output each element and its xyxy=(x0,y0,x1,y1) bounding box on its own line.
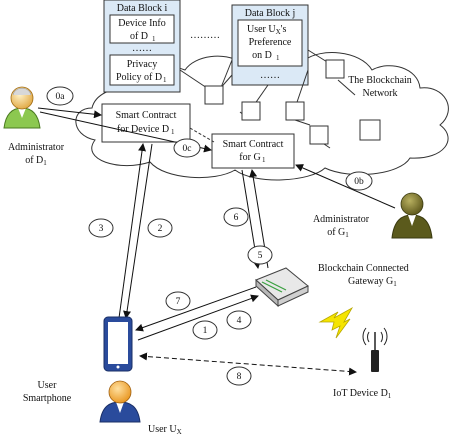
sc-gateway-line2: for G xyxy=(239,152,260,163)
iot-device-label: IoT Device D1 xyxy=(333,388,392,400)
data-block-j-dots: …… xyxy=(260,70,280,81)
blockchain-blocks xyxy=(204,59,381,145)
device-info-line2: of D xyxy=(130,31,148,42)
step-labels: 0a 0c 0b 3 2 6 5 7 1 4 8 xyxy=(56,92,364,382)
smartphone-icon xyxy=(103,316,133,372)
step-0b: 0b xyxy=(354,177,364,187)
user-smartphone-line1: User xyxy=(38,380,58,391)
sc-device-sub: 1 xyxy=(171,128,175,136)
admin-g1-line2: of G1 xyxy=(327,227,349,239)
privacy-line2: Policy of D xyxy=(116,72,162,83)
arrow-7 xyxy=(135,286,257,332)
smart-contract-device-d1: Smart Contract for Device D 1 xyxy=(101,103,191,143)
preference-line1: User UX's xyxy=(247,24,286,36)
arrow-1 xyxy=(137,294,259,341)
device-info-sub: 1 xyxy=(152,35,156,43)
administrator-g1-person-icon xyxy=(391,192,433,239)
arrow-0a xyxy=(37,107,102,119)
step-4: 4 xyxy=(237,316,242,326)
data-block-j: Data Block j User UX's Preference on D 1… xyxy=(231,4,309,86)
arrow-3 xyxy=(118,143,147,319)
data-block-i: Data Block i Device Info of D 1 …… Priva… xyxy=(103,0,181,93)
wireless-lightning-icon xyxy=(318,306,354,339)
sc-gateway-line1: Smart Contract xyxy=(223,139,284,150)
step-3: 3 xyxy=(99,224,104,234)
administrator-d1-person-icon xyxy=(3,86,41,129)
arrow-8 xyxy=(139,352,357,376)
inter-block-dots: ……… xyxy=(190,30,220,41)
sc-device-line2: for Device D xyxy=(117,124,169,135)
preference-line2: Preference xyxy=(249,37,292,48)
step-circles xyxy=(46,86,373,386)
step-2: 2 xyxy=(158,224,163,234)
privacy-sub: 1 xyxy=(163,76,167,84)
preference-sub: 1 xyxy=(276,54,280,62)
step-0c: 0c xyxy=(183,144,192,154)
gateway-line2: Gateway G1 xyxy=(348,276,397,288)
arrow-0b xyxy=(295,164,396,209)
step-5: 5 xyxy=(258,251,263,261)
gateway-router-icon xyxy=(255,267,309,308)
blockchain-network-line1: The Blockchain xyxy=(348,75,412,86)
admin-g1-line1: Administrator xyxy=(313,214,370,225)
data-block-i-title: Data Block i xyxy=(117,3,168,14)
admin-d1-line2: of D1 xyxy=(25,155,47,167)
admin-d1-line1: Administrator xyxy=(8,142,65,153)
step-0a: 0a xyxy=(56,92,66,102)
blockchain-network-line2: Network xyxy=(363,88,398,99)
sc-device-line1: Smart Contract xyxy=(116,110,177,121)
step-6: 6 xyxy=(234,213,239,223)
privacy-line1: Privacy xyxy=(127,59,158,70)
gateway-line1: Blockchain Connected xyxy=(318,263,409,274)
device-info-line1: Device Info xyxy=(118,18,165,29)
user-person-icon xyxy=(99,380,141,423)
flow-arrows xyxy=(37,107,396,376)
iot-device-antenna-icon xyxy=(362,327,388,372)
data-block-i-dots: …… xyxy=(132,43,152,54)
arrow-2 xyxy=(123,143,153,319)
step-7: 7 xyxy=(176,297,181,307)
step-8: 8 xyxy=(237,372,242,382)
data-block-j-title: Data Block j xyxy=(245,8,296,19)
preference-line3: on D xyxy=(252,50,272,61)
user-ux-label: User UX xyxy=(148,424,182,436)
step-1: 1 xyxy=(203,326,208,336)
smart-contract-gateway-g1: Smart Contract for G 1 xyxy=(211,133,295,169)
user-smartphone-line2: Smartphone xyxy=(23,393,72,404)
sc-gateway-sub: 1 xyxy=(262,156,266,164)
